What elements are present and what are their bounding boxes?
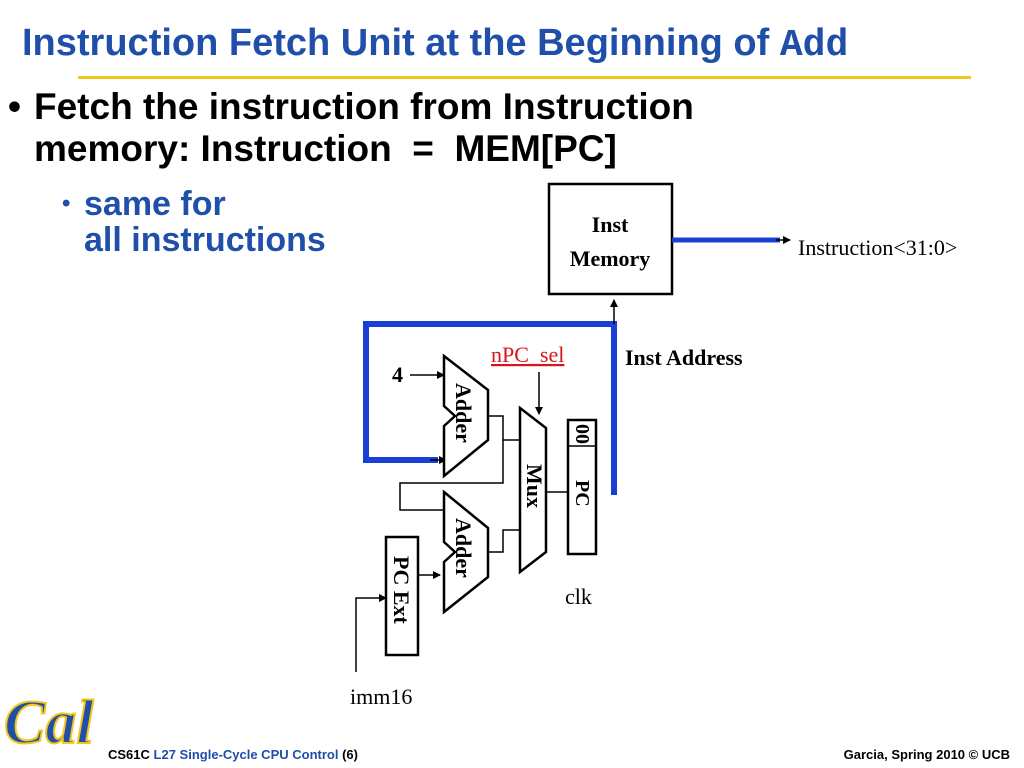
pc-low-bits-label: 00	[571, 424, 593, 444]
inst-memory-label-2: Memory	[570, 246, 651, 271]
slide-title-code: Add	[779, 24, 849, 67]
footer-page-number: (6)	[338, 747, 358, 762]
imm16-label: imm16	[350, 684, 412, 709]
adder-bottom	[442, 489, 490, 615]
pc-address-bus	[363, 321, 617, 495]
sub-bullet-text: same for all instructions	[84, 185, 326, 259]
main-bullet-text: Fetch the instruction from Instruction m…	[34, 86, 694, 169]
title-underline	[78, 76, 971, 79]
adder-bottom-output-wire	[488, 529, 520, 553]
adder-top-label: Adder	[451, 383, 476, 443]
adder-bottom-label: Adder	[451, 518, 476, 578]
bullet-dot: •	[8, 86, 21, 127]
pc-label: PC	[571, 480, 593, 507]
inst-address-label: Inst Address	[625, 345, 743, 370]
footer-lecture-link[interactable]: L27 Single-Cycle CPU Control	[153, 747, 339, 762]
npc-sel-label: nPC_sel	[491, 342, 564, 367]
clk-label: clk	[565, 584, 592, 609]
adder-top-output-wire	[488, 415, 520, 441]
inst-memory-label-1: Inst	[592, 212, 629, 237]
mux-label: Mux	[522, 464, 547, 508]
instruction-output-label: Instruction<31:0>	[798, 235, 957, 260]
footer-course: CS61C L27 Single-Cycle CPU Control (6)	[108, 747, 358, 762]
adder-top	[442, 353, 490, 479]
imm16-wire	[355, 594, 387, 672]
slide-title-text: Instruction Fetch Unit at the Beginning …	[22, 22, 780, 64]
pc-register	[566, 418, 598, 556]
mux	[518, 405, 548, 575]
footer-course-code: CS61C	[108, 747, 154, 762]
pc-ext-label: PC Ext	[389, 556, 414, 625]
cal-logo: Cal	[3, 688, 95, 755]
pc-plus4-to-bottom-adder-wire	[399, 440, 504, 511]
sub-bullet-dot: •	[62, 190, 71, 217]
inst-memory-box	[547, 182, 674, 296]
cal-logo-text: Cal	[4, 689, 94, 755]
pc-ext-box	[384, 535, 420, 657]
slide-title: Instruction Fetch Unit at the Beginning …	[22, 22, 848, 67]
footer-author: Garcia, Spring 2010 © UCB	[843, 747, 1010, 762]
constant-four: 4	[392, 362, 403, 387]
